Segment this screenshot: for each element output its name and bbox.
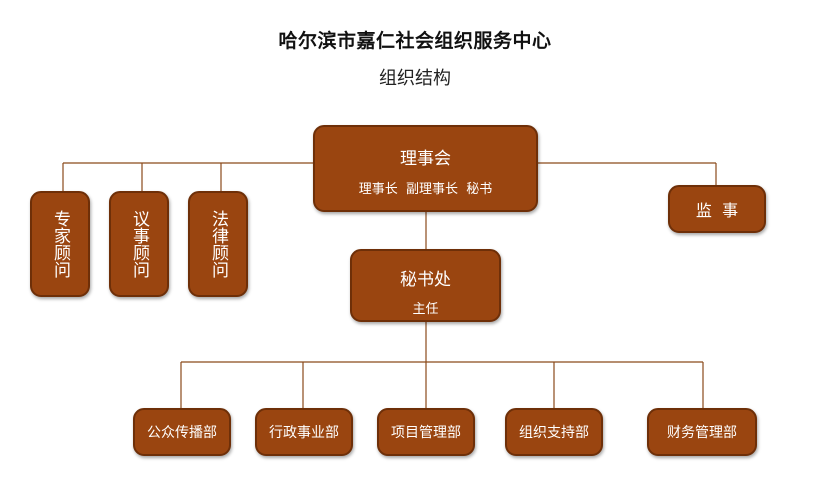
department-administration-label: 行政事业部 xyxy=(269,425,339,441)
department-finance-label: 财务管理部 xyxy=(667,425,737,441)
advisor-expert-label: 专家顾问 xyxy=(50,210,70,278)
department-box-public-communication: 公众传播部 xyxy=(133,408,231,456)
secretariat-name: 秘书处 xyxy=(400,270,451,290)
page-subtitle: 组织结构 xyxy=(379,68,451,89)
board-name: 理事会 xyxy=(400,149,451,169)
supervisor-box: 监 事 xyxy=(668,185,766,233)
department-organization-support-label: 组织支持部 xyxy=(519,425,589,441)
advisor-deliberation-label: 议事顾问 xyxy=(129,210,149,278)
page-title: 哈尔滨市嘉仁社会组织服务中心 xyxy=(278,30,552,52)
board-members: 理事长 副理事长 秘书 xyxy=(358,182,493,197)
advisor-box-expert: 专家顾问 xyxy=(30,191,90,297)
department-box-project-management: 项目管理部 xyxy=(377,408,475,456)
advisor-box-deliberation: 议事顾问 xyxy=(109,191,169,297)
secretariat-box: 秘书处 主任 xyxy=(350,249,501,322)
board-box: 理事会 理事长 副理事长 秘书 xyxy=(313,125,538,212)
secretariat-head: 主任 xyxy=(412,302,439,317)
supervisor-name: 监 事 xyxy=(695,201,739,220)
department-project-management-label: 项目管理部 xyxy=(391,425,461,441)
department-public-communication-label: 公众传播部 xyxy=(147,425,217,441)
department-box-administration: 行政事业部 xyxy=(255,408,353,456)
department-box-finance: 财务管理部 xyxy=(647,408,757,456)
department-box-organization-support: 组织支持部 xyxy=(505,408,603,456)
advisor-box-legal: 法律顾问 xyxy=(188,191,248,297)
advisor-legal-label: 法律顾问 xyxy=(208,210,228,278)
